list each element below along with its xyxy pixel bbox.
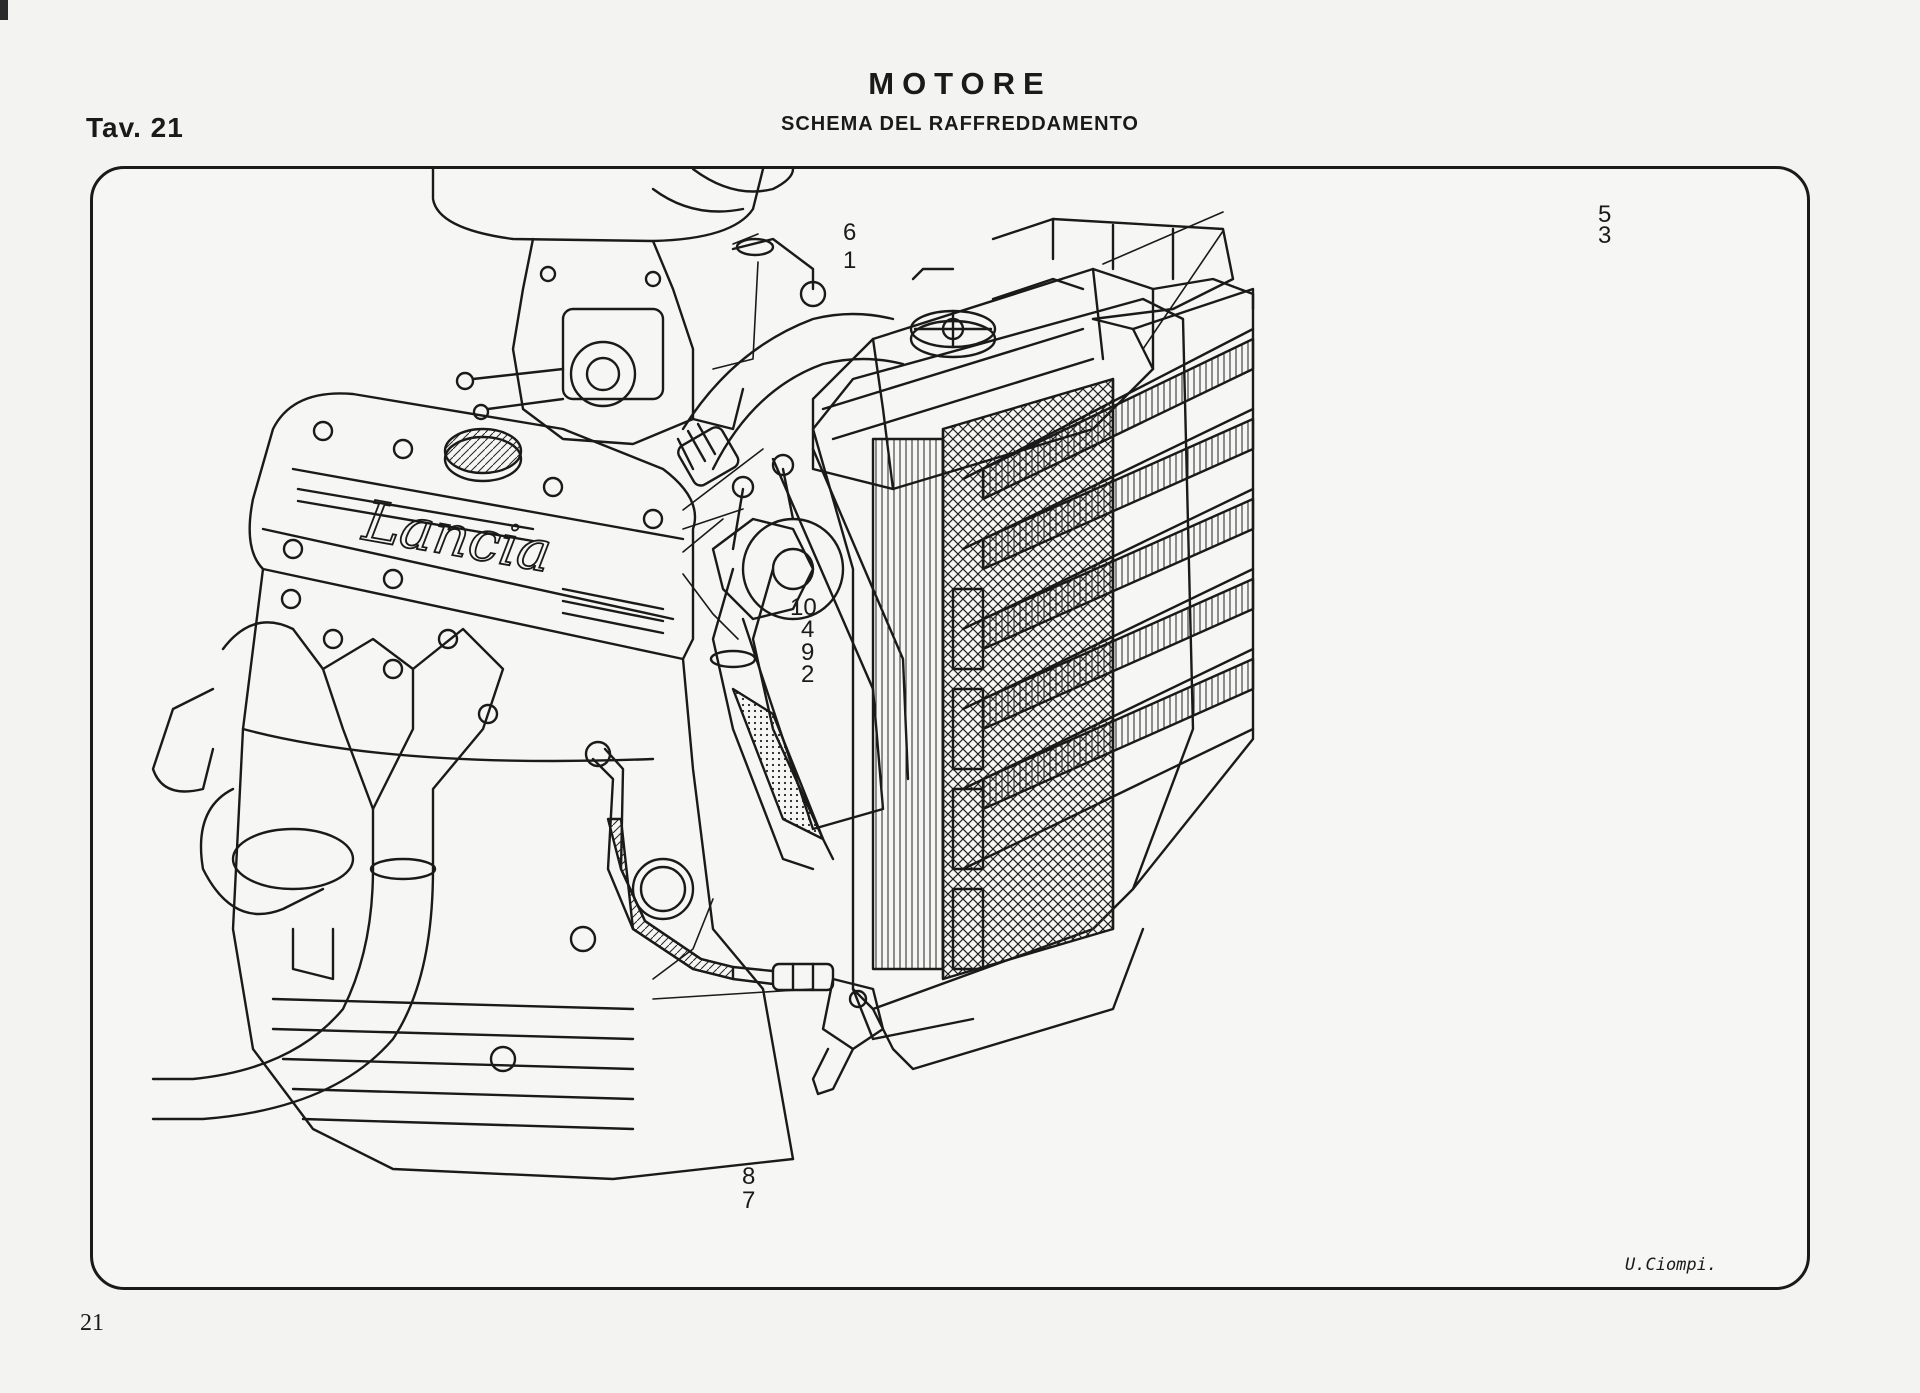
callout-leaders bbox=[652, 211, 1224, 1000]
callout-3: 3 bbox=[1598, 222, 1612, 249]
callout-6: 6 bbox=[843, 219, 857, 246]
valve-cover bbox=[248, 392, 697, 661]
radiator bbox=[811, 287, 1255, 1071]
engine-block bbox=[231, 567, 795, 1181]
radiator-header-tank bbox=[811, 267, 1155, 491]
section-title: MOTORE bbox=[868, 66, 1052, 101]
throttle-lever bbox=[731, 237, 827, 308]
air-filter-housing bbox=[431, 169, 795, 243]
drain-tap bbox=[811, 977, 885, 1096]
upper-radiator-hose bbox=[676, 312, 905, 487]
illustration-frame: Lancia 6 1 5 3 10 4 9 2 8 7 bbox=[90, 166, 1810, 1290]
callout-4: 4 bbox=[801, 616, 815, 643]
callout-2: 2 bbox=[801, 661, 815, 688]
exhaust-manifold bbox=[151, 588, 505, 1121]
intake-pipe bbox=[151, 687, 355, 981]
engine-cooling-illustration: Lancia bbox=[151, 169, 1255, 1181]
water-pump bbox=[711, 453, 845, 621]
diagram-subtitle: SCHEMA DEL RAFFREDDAMENTO bbox=[781, 113, 1139, 135]
plate-label: Tav. 21 bbox=[86, 112, 184, 143]
scan-edge-mark bbox=[0, 0, 8, 20]
lower-radiator-hose bbox=[709, 567, 835, 871]
carburettor bbox=[455, 237, 745, 446]
heater-hose bbox=[584, 740, 835, 992]
overflow-tank bbox=[991, 217, 1255, 371]
callout-7: 7 bbox=[742, 1187, 756, 1214]
callout-9: 9 bbox=[801, 639, 815, 666]
callout-1: 1 bbox=[843, 247, 857, 274]
callout-8: 8 bbox=[742, 1163, 756, 1190]
callout-5: 5 bbox=[1598, 201, 1612, 228]
callout-10: 10 bbox=[790, 594, 817, 621]
page-number: 21 bbox=[80, 1310, 104, 1336]
artist-signature: U.Ciompi. bbox=[1625, 1255, 1718, 1275]
